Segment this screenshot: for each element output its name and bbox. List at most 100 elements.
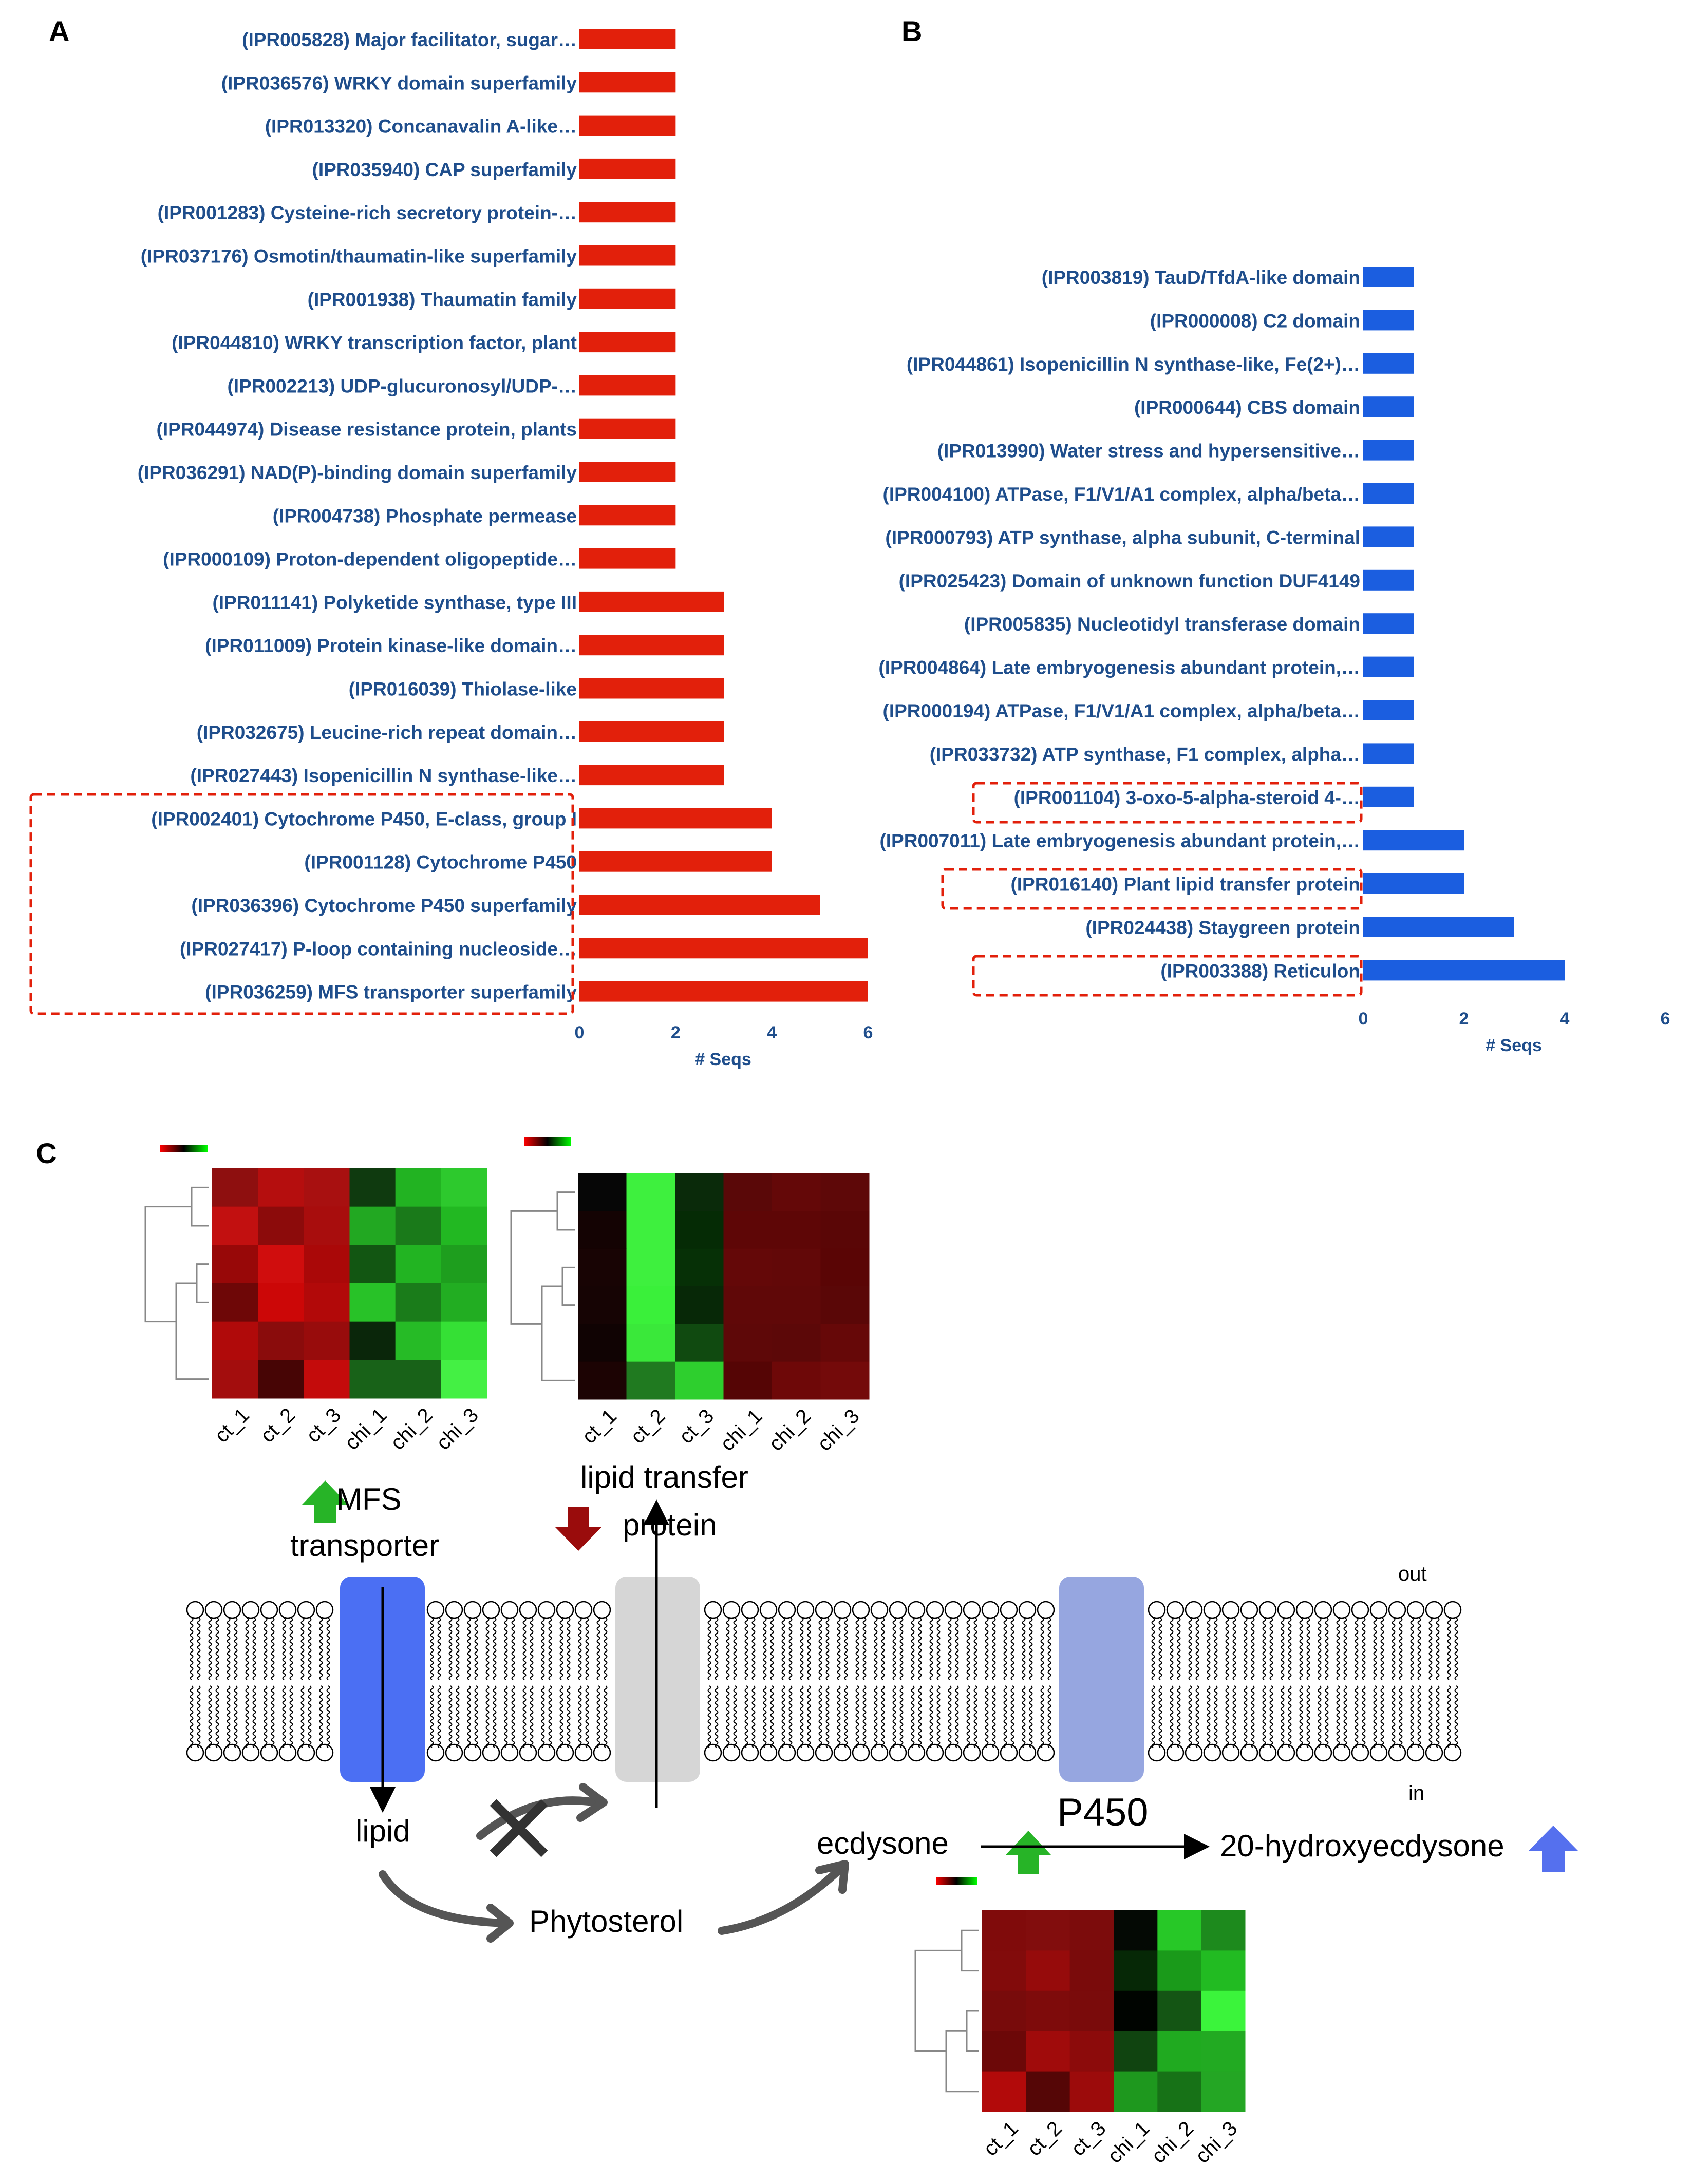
lipid-tail	[1299, 1685, 1303, 1748]
lipid-tail	[855, 1618, 859, 1680]
heatmap-cell	[441, 1283, 487, 1322]
lipid-head	[1425, 1743, 1443, 1762]
heatmap-cell	[1114, 1950, 1158, 1991]
heatmap-cell	[441, 1245, 487, 1284]
lipid-tail	[511, 1685, 515, 1748]
lipid-tail	[744, 1685, 748, 1748]
x-tick-label: 0	[1359, 1009, 1368, 1029]
bar	[1363, 656, 1414, 677]
highlight-box-p450-mfs	[29, 793, 574, 1015]
heatmap-column-label: ct_2	[256, 1403, 300, 1447]
heatmap-cell	[578, 1286, 627, 1324]
lipid-head	[907, 1601, 926, 1619]
lipid-head	[796, 1743, 815, 1762]
lipid-head	[815, 1601, 833, 1619]
lipid-bilayer	[186, 1601, 1462, 1762]
heatmap-cell	[258, 1245, 304, 1284]
lipid-tail	[493, 1618, 497, 1680]
lipid-head	[1443, 1601, 1462, 1619]
lipid-tail	[707, 1685, 711, 1748]
lipid-tail	[1040, 1618, 1044, 1680]
lipid-tail	[485, 1618, 490, 1680]
lipid-head	[297, 1601, 315, 1619]
lipid-tail	[1325, 1618, 1329, 1680]
lipid-tail	[1410, 1685, 1414, 1748]
bar	[1363, 483, 1414, 504]
lipid-tail	[1288, 1685, 1292, 1748]
lipid-tail	[948, 1618, 952, 1680]
lipid-head	[593, 1601, 611, 1619]
lipid-tail	[1029, 1618, 1033, 1680]
lipid-tail	[1040, 1685, 1044, 1748]
lipid-tail	[326, 1685, 330, 1748]
lipid-tail	[474, 1618, 478, 1680]
lipid-label: lipid	[355, 1814, 410, 1848]
heatmap-cell	[1026, 1950, 1070, 1991]
bar	[579, 505, 676, 526]
lipid-head	[704, 1743, 722, 1762]
lipid-tail	[448, 1685, 453, 1748]
heatmap-cell	[772, 1173, 821, 1211]
lipid-tail	[733, 1685, 737, 1748]
lipid-tail	[1047, 1618, 1051, 1680]
lipid-tail	[1318, 1618, 1322, 1680]
heatmap-cell	[212, 1321, 258, 1360]
heatmap-cell	[1069, 1950, 1114, 1991]
bar	[579, 721, 724, 742]
lipid-tail	[1355, 1685, 1359, 1748]
mfs-label: MFS	[336, 1482, 402, 1516]
heatmap-cell	[772, 1324, 821, 1362]
lipid-head	[1406, 1601, 1425, 1619]
lipid-tail	[1373, 1685, 1377, 1748]
lipid-tail	[763, 1618, 767, 1680]
lipid-tail	[1447, 1618, 1451, 1680]
lipid-tail	[1299, 1618, 1303, 1680]
lipid-head	[1295, 1601, 1314, 1619]
lipid-head	[852, 1601, 870, 1619]
lipid-head	[1314, 1743, 1332, 1762]
lipid-tail	[1151, 1685, 1155, 1748]
lipid-tail	[548, 1685, 552, 1748]
bar-label: (IPR000008) C2 domain	[1150, 310, 1360, 331]
heatmap-cell	[304, 1321, 350, 1360]
x-tick-label: 6	[863, 1023, 873, 1042]
phytosterol-to-ecdysone-arrow	[718, 1865, 844, 1935]
lipid-tail	[493, 1685, 497, 1748]
lipid-head	[537, 1743, 556, 1762]
lipid-tail	[1207, 1618, 1211, 1680]
lipid-head	[1221, 1743, 1240, 1762]
lipid-tail	[208, 1685, 212, 1748]
lipid-tail	[770, 1618, 774, 1680]
bar	[1363, 440, 1414, 461]
lipid-tail	[578, 1618, 582, 1680]
lipid-tail	[881, 1618, 885, 1680]
bar-chart-a: (IPR005828) Major facilitator, sugar…(IP…	[29, 29, 873, 1069]
lipid-head	[186, 1601, 204, 1619]
lipid-tail	[197, 1618, 201, 1680]
lipid-tail	[271, 1618, 275, 1680]
x-tick-label: 4	[767, 1023, 777, 1042]
lipid-head	[1240, 1743, 1258, 1762]
lipid-tail	[1436, 1618, 1440, 1680]
heatmap-cell	[395, 1283, 442, 1322]
bar-label: (IPR002401) Cytochrome P450, E-class, gr…	[151, 808, 577, 829]
lipid-head	[278, 1601, 297, 1619]
bar	[579, 548, 676, 569]
heatmap-cell	[982, 2031, 1026, 2072]
bar-label: (IPR013320) Concanavalin A-like…	[265, 116, 577, 137]
lipid-head	[1369, 1743, 1388, 1762]
lipid-tail	[190, 1618, 194, 1680]
lipid-tail	[1003, 1685, 1007, 1748]
lipid-head	[426, 1601, 445, 1619]
lipid-tail	[1336, 1618, 1340, 1680]
lipid-tail	[726, 1685, 730, 1748]
lipid-tail	[744, 1618, 748, 1680]
lipid-tail	[456, 1618, 460, 1680]
lipid-tail	[844, 1618, 848, 1680]
lipid-tail	[1355, 1618, 1359, 1680]
lipid-tail	[837, 1618, 841, 1680]
bar-label: (IPR000109) Proton-dependent oligopeptid…	[163, 549, 577, 570]
bar-label: (IPR001128) Cytochrome P450	[304, 852, 577, 873]
lipid-tail	[781, 1685, 785, 1748]
